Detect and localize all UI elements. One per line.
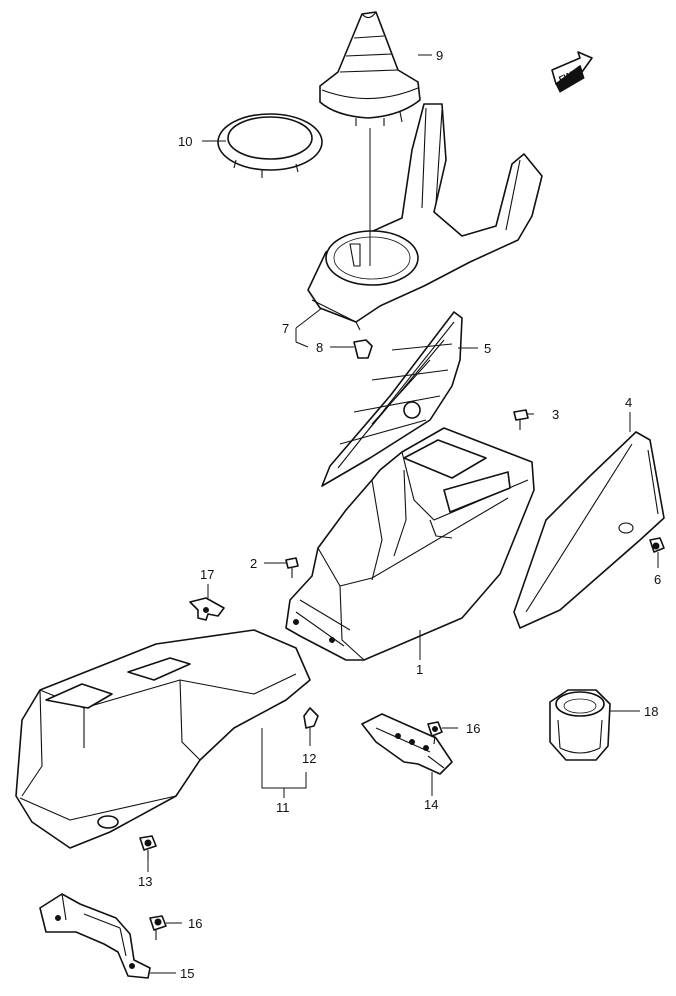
bolt-6-part xyxy=(649,537,665,553)
callout-13: 13 xyxy=(138,874,152,889)
callout-8: 8 xyxy=(316,340,323,355)
screw-3-part xyxy=(513,409,529,430)
bolt-16-lower-part xyxy=(149,915,167,940)
upper-trim-panel-part xyxy=(307,103,543,331)
rear-console-part xyxy=(15,629,311,849)
callout-7: 7 xyxy=(282,321,289,336)
clip-12-part xyxy=(303,707,319,729)
callout-16-upper: 16 xyxy=(466,721,480,736)
callout-4: 4 xyxy=(625,395,632,410)
clip-17-part xyxy=(189,597,225,621)
bracket-14-part xyxy=(361,713,453,775)
clip-8-part xyxy=(353,339,373,359)
forward-arrow-icon: FWD xyxy=(551,51,593,93)
center-console-body-part xyxy=(285,427,535,661)
bolt-13-part xyxy=(139,835,157,860)
side-panel-part xyxy=(321,311,463,487)
callout-2: 2 xyxy=(250,556,257,571)
bolt-16-upper-part xyxy=(427,721,443,745)
side-cover-part xyxy=(513,431,665,629)
trim-ring-part xyxy=(217,113,323,178)
callout-3: 3 xyxy=(552,407,559,422)
callout-6: 6 xyxy=(654,572,661,587)
callout-1: 1 xyxy=(416,662,423,677)
callout-17: 17 xyxy=(200,567,214,582)
screw-2-part xyxy=(285,557,299,578)
callout-9: 9 xyxy=(436,48,443,63)
callout-14: 14 xyxy=(424,797,438,812)
callout-18: 18 xyxy=(644,704,658,719)
callout-5: 5 xyxy=(484,341,491,356)
shift-boot-part xyxy=(319,11,421,126)
leader-lines xyxy=(147,54,659,974)
callout-11: 11 xyxy=(276,800,290,815)
callout-15: 15 xyxy=(180,966,194,981)
callout-10: 10 xyxy=(178,134,192,149)
callout-12: 12 xyxy=(302,751,316,766)
cup-holder-part xyxy=(549,689,611,761)
callout-labels: 9 10 7 8 5 3 4 2 17 6 1 18 16 12 14 11 1… xyxy=(138,48,661,981)
callout-16-lower: 16 xyxy=(188,916,202,931)
bracket-15-part xyxy=(39,893,151,979)
